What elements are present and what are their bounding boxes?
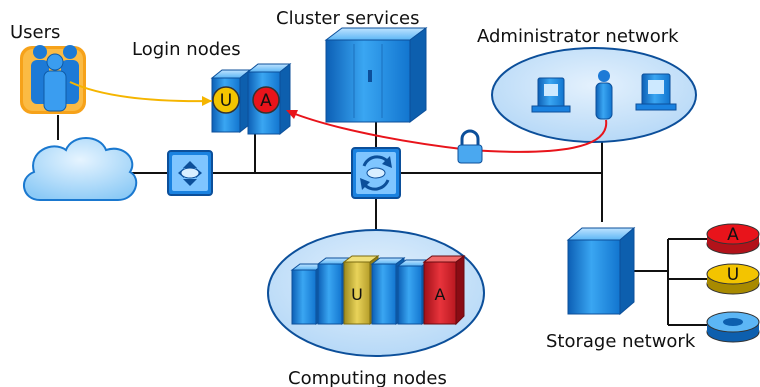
compute-admin-badge-letter: A [435, 285, 446, 304]
administrator-network-area [491, 47, 697, 143]
login-nodes-label: Login nodes [132, 39, 241, 60]
cluster-services-server [324, 27, 428, 123]
workstation-icon [531, 77, 571, 113]
admin-badge-letter: A [260, 91, 272, 111]
network-switch-icon [167, 150, 213, 196]
storage-network-label: Storage network [546, 331, 696, 352]
user-connection-arrow [69, 81, 213, 106]
padlock-icon [457, 129, 483, 164]
network-wires [57, 115, 708, 326]
storage-server-icon [566, 226, 636, 316]
storage-disk-icon [706, 223, 760, 255]
cluster-services-label: Cluster services [276, 8, 419, 29]
administrator-user-icon [595, 70, 613, 120]
router-icon [351, 147, 401, 199]
storage-user-badge-letter: U [727, 265, 739, 285]
users-group-icon [20, 45, 86, 114]
workstation-icon [635, 73, 677, 111]
admin-badge [252, 86, 280, 114]
computing-nodes-label: Computing nodes [288, 368, 447, 387]
administrator-network-label: Administrator network [477, 26, 679, 47]
login-nodes-servers: U A [210, 62, 292, 136]
user-badge [212, 86, 240, 114]
computing-nodes-servers: U A [290, 255, 466, 326]
storage-disk-icon [706, 263, 760, 295]
users-label: Users [10, 22, 60, 43]
user-badge-letter: U [220, 91, 232, 111]
internet-cloud-icon [23, 137, 138, 201]
server-tower-admin-job-icon [422, 255, 466, 326]
storage-admin-badge-letter: A [727, 225, 739, 245]
compute-user-badge-letter: U [351, 285, 363, 304]
storage-disk-icon [706, 311, 760, 343]
